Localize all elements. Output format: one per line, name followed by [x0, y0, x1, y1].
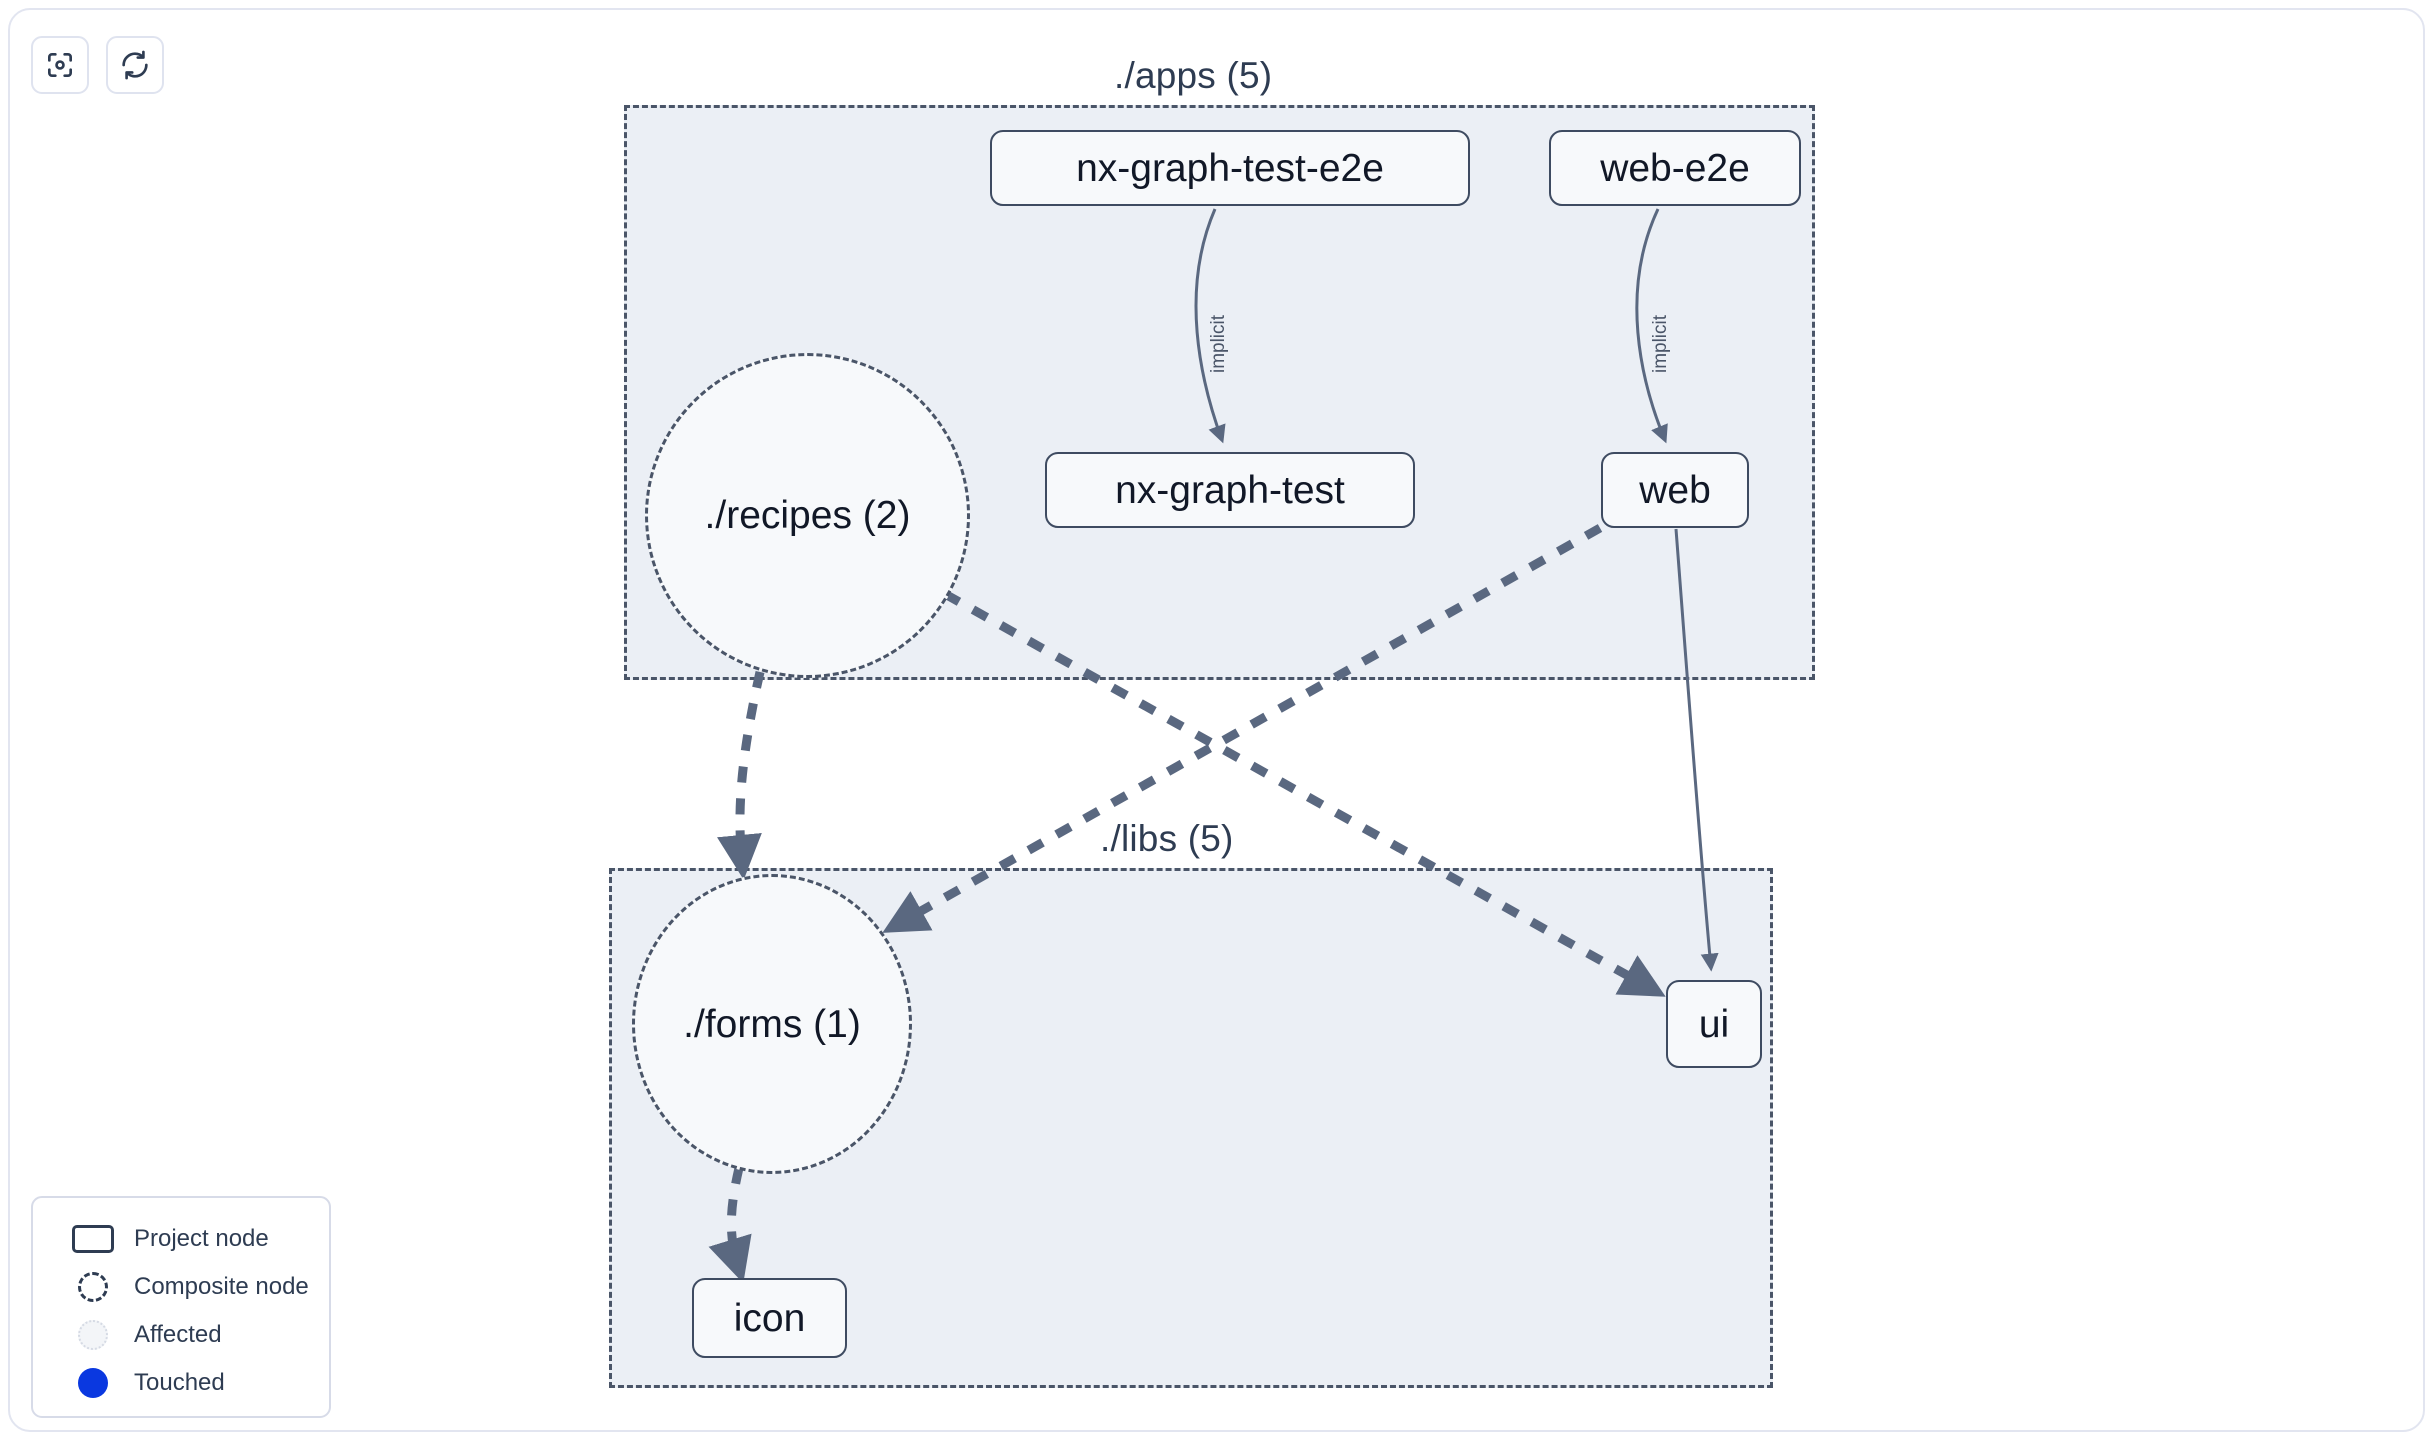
- project-node-swatch: [70, 1225, 116, 1253]
- refresh-icon: [119, 49, 151, 81]
- select-target-button[interactable]: [31, 36, 89, 94]
- node-ui[interactable]: ui: [1666, 980, 1762, 1068]
- composite-node-swatch: [70, 1272, 116, 1302]
- edge-nx-graph-test-e2e-to-nx-graph-test[interactable]: [1194, 208, 1226, 444]
- node-label: nx-graph-test-e2e: [1076, 146, 1384, 190]
- node-label: icon: [733, 1296, 806, 1340]
- node-label: ./forms (1): [683, 1002, 861, 1046]
- affected-swatch: [70, 1320, 116, 1350]
- legend-label: Affected: [134, 1321, 222, 1348]
- legend-item-touched: Touched: [33, 1359, 329, 1407]
- node-nx-graph-test[interactable]: nx-graph-test: [1045, 452, 1415, 528]
- legend-item-project-node: Project node: [33, 1215, 329, 1263]
- node-label: nx-graph-test: [1115, 468, 1345, 512]
- edge-recipes-to-forms[interactable]: [717, 671, 765, 880]
- legend-label: Touched: [134, 1369, 225, 1396]
- node-icon[interactable]: icon: [692, 1278, 847, 1358]
- node-label: ui: [1698, 1002, 1730, 1046]
- legend-label: Composite node: [134, 1273, 309, 1300]
- node-web[interactable]: web: [1601, 452, 1749, 528]
- legend-item-affected: Affected: [33, 1311, 329, 1359]
- touched-swatch: [70, 1368, 116, 1398]
- edge-web-e2e-to-web[interactable]: [1635, 208, 1668, 444]
- group-label-libs: ./libs (5): [1100, 818, 1234, 859]
- edge-forms-to-icon[interactable]: [708, 1166, 752, 1284]
- graph-legend: Project node Composite node Affected Tou…: [31, 1196, 331, 1418]
- graph-toolbar: [31, 36, 164, 94]
- node-label: web: [1639, 468, 1711, 512]
- composite-node-forms[interactable]: ./forms (1): [632, 874, 912, 1174]
- refresh-button[interactable]: [106, 36, 164, 94]
- node-label: ./recipes (2): [704, 494, 911, 537]
- edge-web-to-ui[interactable]: [1674, 528, 1719, 972]
- group-label-apps: ./apps (5): [1114, 55, 1273, 96]
- composite-node-recipes[interactable]: ./recipes (2): [645, 353, 970, 678]
- focus-target-icon: [44, 49, 76, 81]
- node-label: web-e2e: [1600, 146, 1750, 190]
- edge-recipes-to-ui[interactable]: [942, 590, 1666, 997]
- legend-label: Project node: [134, 1225, 269, 1252]
- edge-label-implicit-web: implicit: [1650, 314, 1672, 374]
- node-nx-graph-test-e2e[interactable]: nx-graph-test-e2e: [990, 130, 1470, 206]
- legend-item-composite-node: Composite node: [33, 1263, 329, 1311]
- node-web-e2e[interactable]: web-e2e: [1549, 130, 1801, 206]
- edge-web-to-forms[interactable]: [882, 524, 1603, 933]
- edge-label-implicit-nx-graph-test: implicit: [1208, 314, 1230, 374]
